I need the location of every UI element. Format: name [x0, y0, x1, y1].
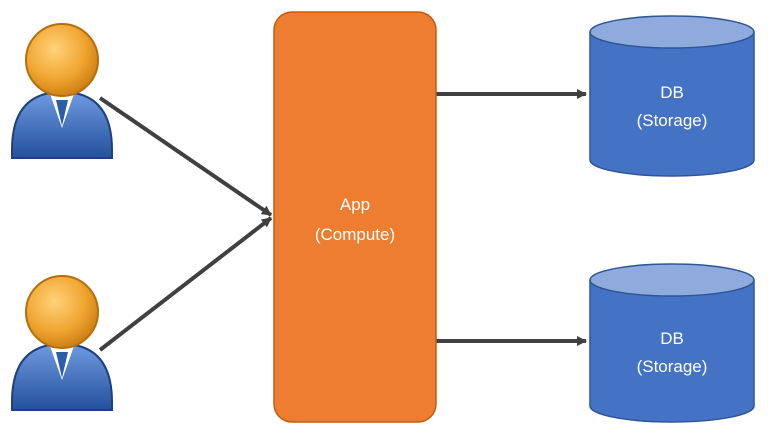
db-bottom-label-line1: DB — [660, 329, 684, 348]
edge-user-top-to-app — [98, 96, 273, 217]
db-bottom-node: DB (Storage) — [589, 263, 755, 423]
db-top-label-line1: DB — [660, 83, 684, 102]
db-bottom-cylinder-body — [589, 280, 755, 423]
connectors — [98, 89, 587, 352]
app-label-line1: App — [340, 195, 370, 214]
user-top — [11, 23, 113, 159]
db-top-node: DB (Storage) — [589, 15, 755, 177]
app-label-line2: (Compute) — [315, 225, 395, 244]
db-top-label-line2: (Storage) — [637, 111, 708, 130]
db-top-cylinder-body — [589, 32, 755, 177]
edge-user-bottom-to-app — [98, 216, 273, 352]
app-box — [273, 11, 437, 423]
user-bottom — [11, 275, 113, 411]
app-node: App (Compute) — [273, 11, 437, 423]
user-icon — [11, 275, 113, 411]
user-icon — [11, 23, 113, 159]
db-top-cylinder-top — [589, 15, 755, 49]
db-bottom-cylinder-top — [589, 263, 755, 297]
db-bottom-label-line2: (Storage) — [637, 357, 708, 376]
